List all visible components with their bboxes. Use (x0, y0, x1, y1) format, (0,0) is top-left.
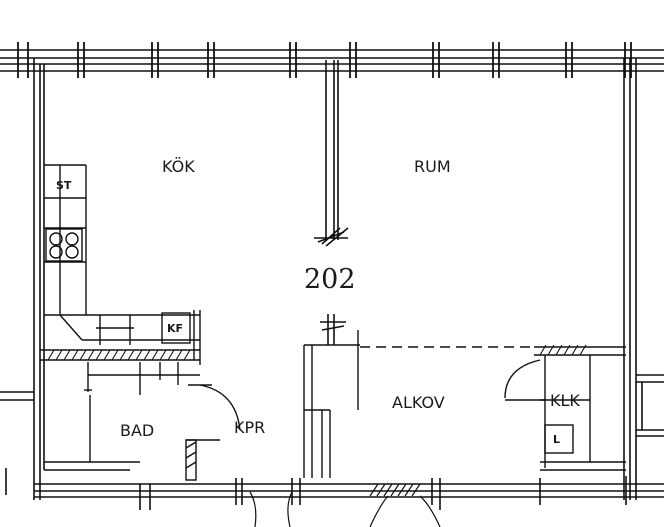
room-label-kpr: KPR (234, 418, 265, 437)
fixture-label-l: L (553, 433, 560, 446)
alcove-walls (303, 330, 360, 478)
kitchen-counter (44, 164, 201, 365)
door-arcs-bottom (249, 491, 441, 527)
exterior-wall-left (33, 58, 45, 500)
hatch-wardrobe (539, 344, 587, 356)
hatch-partition-top (314, 227, 349, 247)
room-label-kok: KÖK (162, 157, 195, 176)
wall-kitchen-bath (40, 349, 200, 361)
partition-wall-center (325, 60, 339, 240)
room-label-bad: BAD (120, 421, 154, 440)
hatch-bottom (369, 483, 421, 497)
room-label-alkov: ALKOV (392, 393, 445, 412)
hatch-partition-low (320, 314, 346, 345)
fixture-label-kf: KF (167, 322, 183, 335)
fixture-label-st: ST (56, 179, 72, 192)
bath-door (185, 384, 241, 481)
left-stub-wall (0, 391, 34, 495)
window-ticks-top (17, 42, 632, 78)
wardrobe-block (504, 346, 626, 471)
unit-number: 202 (304, 264, 356, 295)
room-label-rum: RUM (414, 157, 451, 176)
hatch-kitchen-bath (47, 349, 191, 361)
exterior-wall-right (623, 58, 637, 500)
room-label-klk: KLK (550, 391, 580, 410)
right-side-ticks (636, 374, 664, 437)
bathroom-fixtures (44, 362, 200, 471)
exterior-wall-bottom (34, 476, 664, 510)
exterior-wall-top (0, 49, 664, 72)
